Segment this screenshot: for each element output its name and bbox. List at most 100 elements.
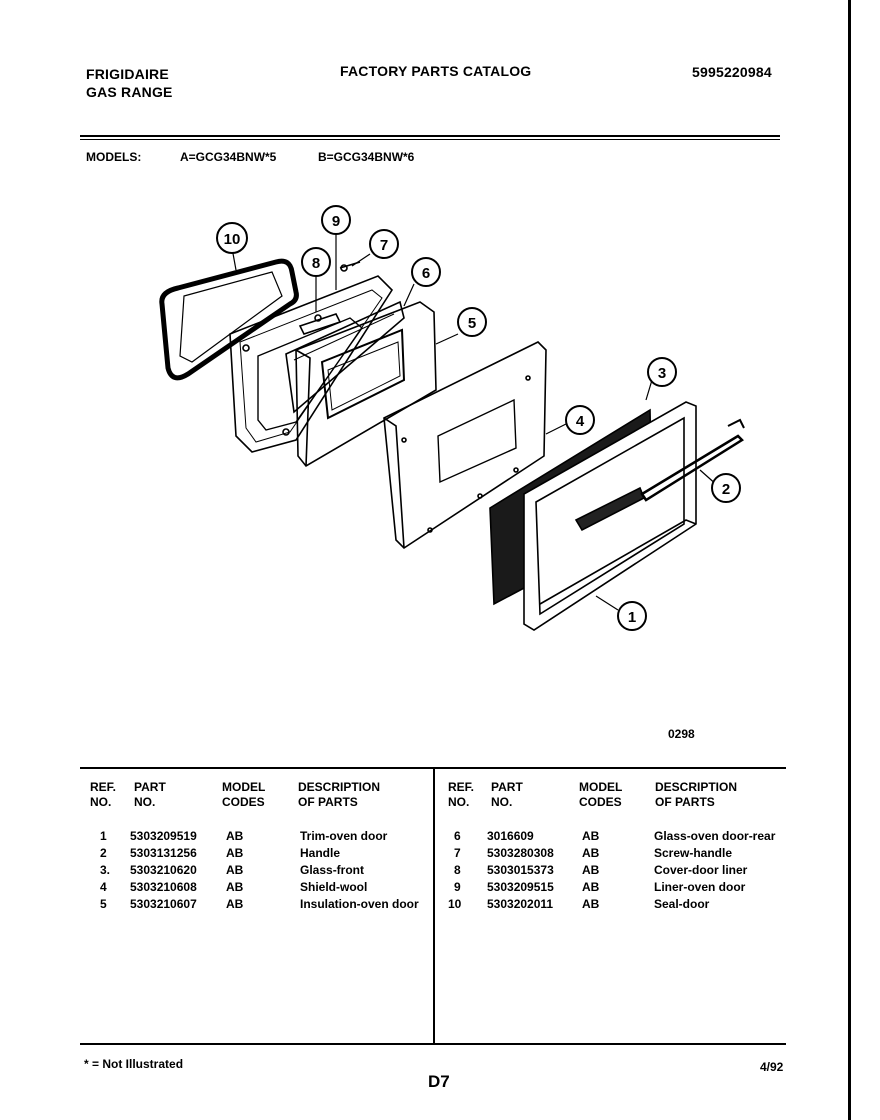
trim-oven-door-part (523, 401, 697, 631)
header-part-right-2: NO. (491, 795, 513, 809)
row-desc: Handle (300, 846, 341, 860)
row-ref: 3. (100, 863, 111, 877)
cover-door-liner-part (298, 313, 342, 335)
row-part: 5303210620 (130, 863, 197, 877)
callout-label-1: 1 (628, 609, 636, 626)
row-part: 5303210608 (130, 880, 197, 894)
page-frame-right (848, 0, 851, 1120)
callout-label-10: 10 (224, 231, 241, 248)
models-label: MODELS: (86, 150, 142, 164)
header-desc-left-1: DESCRIPTION (298, 780, 381, 794)
exploded-oven-door-diagram: 10 9 8 7 6 5 4 3 2 1 (159, 205, 745, 631)
page-code: D7 (428, 1072, 450, 1091)
rear-glass-part (285, 300, 405, 414)
callout-label-5: 5 (468, 315, 476, 332)
callout-7: 7 (369, 229, 399, 259)
row-desc: Liner-oven door (654, 880, 746, 894)
row-codes: AB (582, 846, 600, 860)
callout-5: 5 (457, 307, 487, 337)
table-divider (433, 768, 435, 1044)
row-ref: 6 (454, 829, 461, 843)
row-desc: Screw-handle (654, 846, 733, 860)
row-ref: 8 (454, 863, 461, 877)
header-model-left-1: MODEL (222, 780, 266, 794)
row-codes: AB (226, 880, 244, 894)
callout-label-2: 2 (722, 481, 730, 498)
row-desc: Glass-front (300, 863, 365, 877)
row-codes: AB (226, 863, 244, 877)
row-part: 5303209515 (487, 880, 554, 894)
callout-9: 9 (321, 205, 351, 235)
model-a: A=GCG34BNW*5 (180, 150, 277, 164)
header-desc-left-2: OF PARTS (298, 795, 358, 809)
callout-10: 10 (216, 222, 248, 254)
header-ref-left-2: NO. (90, 795, 112, 809)
callout-label-7: 7 (380, 237, 388, 254)
product-name: GAS RANGE (86, 84, 173, 100)
row-desc: Insulation-oven door (300, 897, 419, 911)
callouts: 10 9 8 7 6 5 4 3 2 1 (216, 205, 741, 631)
row-codes: AB (582, 897, 600, 911)
row-codes: AB (226, 829, 244, 843)
row-part: 5303015373 (487, 863, 554, 877)
callout-1: 1 (617, 601, 647, 631)
footnote-not-illustrated: * = Not Illustrated (84, 1057, 184, 1071)
row-part: 5303280308 (487, 846, 554, 860)
callout-2: 2 (711, 473, 741, 503)
door-liner-part (229, 275, 394, 453)
table-rule-bottom (80, 1043, 786, 1045)
callout-label-8: 8 (312, 255, 320, 272)
header-ref-right-1: REF. (448, 780, 475, 794)
shield-wool-part (383, 341, 547, 550)
row-part: 5303210607 (130, 897, 197, 911)
header-model-right-2: CODES (579, 795, 622, 809)
row-ref: 5 (100, 897, 107, 911)
row-ref: 10 (448, 897, 462, 911)
callout-label-3: 3 (658, 365, 666, 382)
row-desc: Cover-door liner (654, 863, 748, 877)
brand-name: FRIGIDAIRE (86, 66, 169, 82)
row-codes: AB (582, 829, 600, 843)
header-ref-left-1: REF. (90, 780, 117, 794)
row-codes: AB (582, 863, 600, 877)
row-codes: AB (226, 846, 244, 860)
row-ref: 9 (454, 880, 461, 894)
header-ref-right-2: NO. (448, 795, 470, 809)
row-ref: 4 (100, 880, 107, 894)
callout-label-6: 6 (422, 265, 430, 282)
header-model-right-1: MODEL (579, 780, 623, 794)
callout-label-9: 9 (332, 213, 340, 230)
header-desc-right-1: DESCRIPTION (655, 780, 738, 794)
catalog-title: FACTORY PARTS CATALOG (340, 63, 532, 79)
revision-date: 4/92 (760, 1060, 784, 1074)
row-ref: 7 (454, 846, 461, 860)
model-b: B=GCG34BNW*6 (318, 150, 415, 164)
callout-8: 8 (301, 247, 331, 277)
insulation-panel-part (295, 301, 437, 468)
row-codes: AB (226, 897, 244, 911)
catalog-number: 5995220984 (692, 64, 772, 80)
row-part: 3016609 (487, 829, 534, 843)
row-codes: AB (582, 880, 600, 894)
header-part-right-1: PART (491, 780, 523, 794)
row-desc: Glass-oven door-rear (654, 829, 776, 843)
callout-label-4: 4 (576, 413, 585, 430)
figure-code: 0298 (668, 727, 695, 741)
row-part: 5303202011 (487, 897, 554, 911)
row-ref: 2 (100, 846, 107, 860)
header-part-left-1: PART (134, 780, 166, 794)
row-desc: Trim-oven door (300, 829, 388, 843)
row-part: 5303209519 (130, 829, 197, 843)
callout-4: 4 (565, 405, 595, 435)
row-desc: Shield-wool (300, 880, 368, 894)
door-seal-part (159, 258, 299, 381)
handle-part (640, 418, 745, 502)
row-desc: Seal-door (654, 897, 710, 911)
row-part: 5303131256 (130, 846, 197, 860)
callout-3: 3 (647, 357, 677, 387)
header-desc-right-2: OF PARTS (655, 795, 715, 809)
header-part-left-2: NO. (134, 795, 156, 809)
header-rule-top (80, 135, 780, 137)
row-ref: 1 (100, 829, 107, 843)
header-rule-bottom (80, 139, 780, 140)
